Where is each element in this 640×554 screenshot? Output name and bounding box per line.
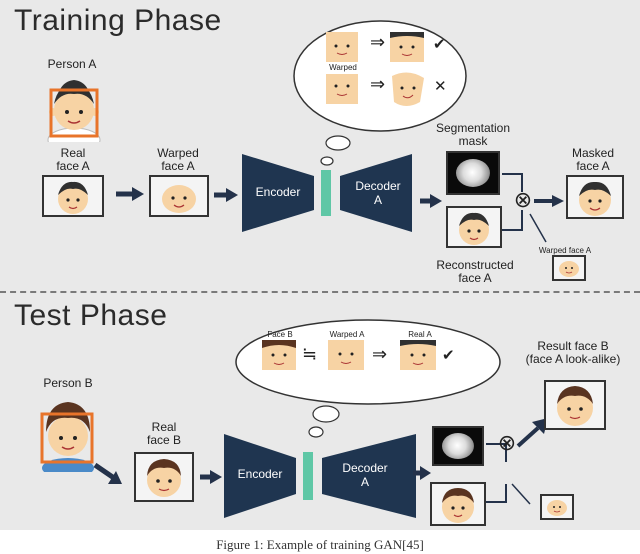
test-bubble-face-b-label: Face B xyxy=(267,330,293,339)
test-segmentation-mask-image xyxy=(432,426,484,466)
training-decoder-label-line2: A xyxy=(373,193,382,207)
test-phase-title: Test Phase xyxy=(14,299,168,332)
masked-face-a-label-line2: face A xyxy=(576,159,610,173)
test-bubble-check: ✔ xyxy=(442,347,455,364)
reconstructed-face-a-image xyxy=(446,206,502,248)
training-encoder-label: Encoder xyxy=(255,185,301,199)
arrow-warped-to-encoder xyxy=(214,188,238,202)
test-encoder-label: Encoder xyxy=(237,467,283,481)
test-multiply-operator: ⊗ xyxy=(497,430,517,455)
training-phase-title: Training Phase xyxy=(14,4,222,37)
segmentation-label-line2: mask xyxy=(458,134,488,148)
real-face-b-label-line2: face B xyxy=(146,433,182,447)
test-warped-face-small-image xyxy=(540,494,574,520)
training-decoder-shape xyxy=(340,154,412,232)
training-bubble-implies-2: ⇒ xyxy=(370,74,386,94)
training-bubble-implies-1: ⇒ xyxy=(370,32,386,52)
arrow-real-b-to-encoder xyxy=(200,470,222,484)
test-thought-bubble xyxy=(235,319,501,438)
training-bottleneck xyxy=(321,170,331,216)
test-decoder-label-line2: A xyxy=(360,475,369,489)
figure-caption: Figure 1: Example of training GAN[45] xyxy=(216,537,424,552)
reconstructed-label-line2: face A xyxy=(458,271,492,285)
arrow-decoder-to-outputs xyxy=(420,194,442,208)
real-face-a-image xyxy=(42,175,104,217)
test-bottleneck xyxy=(303,452,313,500)
phase-divider xyxy=(0,291,640,293)
reconstructed-label-line1: Reconstructed xyxy=(436,258,514,272)
test-merge-connectors xyxy=(486,443,531,505)
test-reconstructed-face-image xyxy=(430,482,486,526)
person-a-figure xyxy=(47,80,101,142)
training-network xyxy=(242,154,412,232)
test-bubble-approx: ≒ xyxy=(302,344,318,364)
warped-face-a-label-line2: face A xyxy=(161,159,195,173)
training-thought-bubble xyxy=(293,20,467,166)
real-face-b-image xyxy=(134,452,194,502)
warped-face-a-image xyxy=(149,175,209,217)
warped-face-a-small-image xyxy=(552,255,586,281)
real-face-a-label-line1: Real xyxy=(60,146,86,160)
training-decoder-label-line1: Decoder xyxy=(355,179,401,193)
training-bubble-check: ✔ xyxy=(433,36,446,53)
training-bubble-cross: ✕ xyxy=(434,78,447,95)
masked-face-a-label-line1: Masked xyxy=(571,146,615,160)
test-decoder-shape xyxy=(322,434,416,518)
real-face-b-label-line1: Real xyxy=(151,420,177,434)
warped-face-a-label-line1: Warped xyxy=(157,146,199,160)
result-face-b-label-line1: Result face B xyxy=(537,339,609,353)
result-face-b-label-line2: (face A look-alike) xyxy=(525,352,621,366)
training-merge-connectors xyxy=(502,173,564,243)
training-multiply-operator: ⊗ xyxy=(513,187,533,212)
test-decoder-label-line1: Decoder xyxy=(342,461,388,475)
warped-face-a-small-label: Warped face A xyxy=(538,246,592,255)
test-bubble-real-a-label: Real A xyxy=(408,330,432,339)
test-network xyxy=(224,434,416,518)
arrow-test-decoder-to-outputs xyxy=(413,466,431,480)
masked-face-a-image xyxy=(566,175,624,219)
test-bubble-warped-a-label: Warped A xyxy=(329,330,365,339)
training-encoder-shape xyxy=(242,154,314,232)
test-bubble-implies: ⇒ xyxy=(372,344,388,364)
test-encoder-shape xyxy=(224,434,296,518)
arrow-person-b-to-real xyxy=(93,462,122,484)
real-face-a-label-line2: face A xyxy=(56,159,90,173)
training-segmentation-mask-image xyxy=(446,151,500,195)
person-b-figure xyxy=(40,402,94,472)
segmentation-label-line1: Segmentation xyxy=(435,121,511,135)
training-bubble-warped-label: Warped xyxy=(329,63,357,72)
person-b-label: Person B xyxy=(43,376,93,390)
result-face-b-image xyxy=(544,380,606,430)
arrow-real-to-warped xyxy=(116,187,144,201)
person-a-label: Person A xyxy=(47,57,97,71)
